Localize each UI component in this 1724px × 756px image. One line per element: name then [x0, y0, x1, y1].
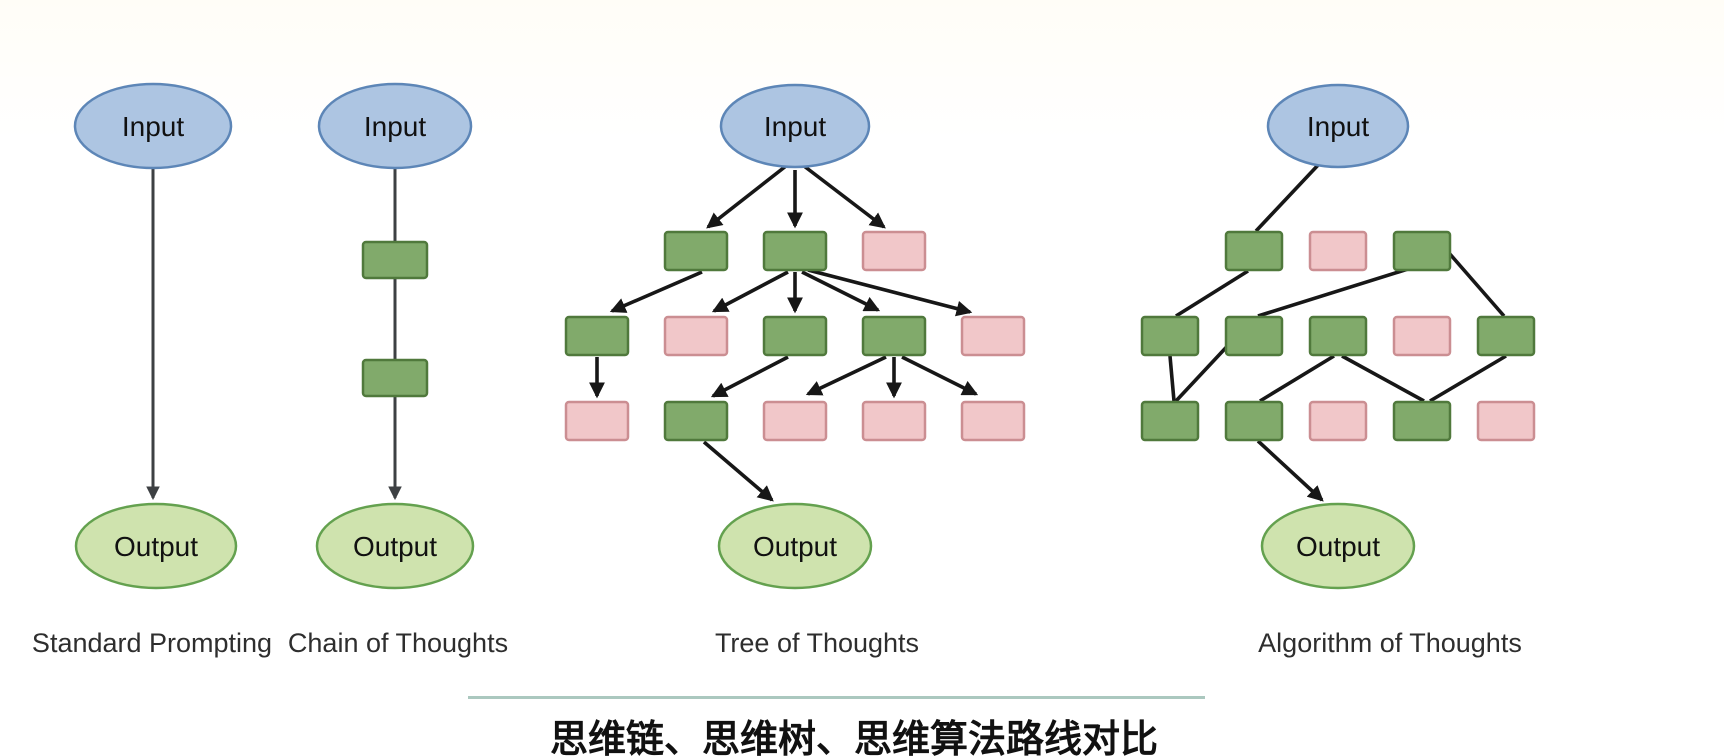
thought-node-green: [762, 315, 828, 357]
edge-line: [1174, 337, 1236, 403]
thought-node-green: [1224, 400, 1284, 442]
edge-arrow: [702, 440, 774, 502]
thought-node-green: [564, 315, 630, 357]
output-label: Output: [353, 531, 437, 562]
thought-node-pink: [960, 400, 1026, 442]
thought-node-green: [663, 400, 729, 442]
thought-node-pink: [861, 230, 927, 272]
thought-node-green: [762, 230, 828, 272]
edge-arrow: [802, 164, 886, 229]
thought-node-green: [1140, 315, 1200, 357]
input-ellipse: [73, 82, 233, 170]
edge-line: [1257, 267, 1409, 318]
input-label: Input: [1307, 111, 1369, 142]
output-ellipse: [74, 502, 238, 590]
thought-node-pink: [663, 315, 729, 357]
edge-line: [1259, 354, 1335, 403]
panel-label-chain-of-thoughts: Chain of Thoughts: [287, 628, 509, 658]
thought-node-green: [861, 315, 927, 357]
thought-node-pink: [1308, 230, 1368, 272]
thought-node-pink: [861, 400, 927, 442]
edge-line: [1168, 355, 1176, 402]
thought-node-green: [361, 240, 429, 280]
edge-arrow: [1256, 439, 1324, 502]
edge-arrow: [901, 355, 979, 396]
panels-root: InputOutputInputOutputInputOutputInputOu…: [73, 82, 1536, 590]
output-label: Output: [753, 531, 837, 562]
thought-node-green: [1392, 400, 1452, 442]
edge-arrow: [807, 268, 973, 317]
edge-line: [1447, 251, 1506, 318]
thought-node-green: [663, 230, 729, 272]
thought-node-pink: [1392, 315, 1452, 357]
figure-caption: 思维链、思维树、思维算法路线对比: [549, 719, 1159, 756]
thought-node-green: [1140, 400, 1200, 442]
output-ellipse: [315, 502, 475, 590]
input-ellipse: [719, 83, 871, 169]
panel-label-algorithm-of-thoughts: Algorithm of Thoughts: [1258, 628, 1522, 658]
input-label: Input: [122, 111, 184, 142]
edge-line: [1341, 354, 1425, 403]
output-label: Output: [114, 531, 198, 562]
thought-node-pink: [1476, 400, 1536, 442]
output-ellipse: [717, 502, 873, 590]
thought-node-pink: [1308, 400, 1368, 442]
output-label: Output: [1296, 531, 1380, 562]
edge-arrow: [711, 270, 789, 313]
edge-line: [1175, 269, 1249, 318]
thought-node-green: [1476, 315, 1536, 357]
input-ellipse: [1266, 83, 1410, 169]
thought-node-pink: [564, 400, 630, 442]
caption-divider: [468, 696, 1205, 699]
thought-node-green: [1392, 230, 1452, 272]
thought-node-green: [361, 358, 429, 398]
edge-arrow: [801, 270, 881, 312]
input-label: Input: [764, 111, 826, 142]
thought-node-green: [1224, 315, 1284, 357]
thought-node-green: [1308, 315, 1368, 357]
thought-node-pink: [762, 400, 828, 442]
input-label: Input: [364, 111, 426, 142]
edge-arrow: [710, 355, 789, 398]
thought-node-green: [1224, 230, 1284, 272]
edge-arrow: [706, 164, 788, 229]
panel-label-standard-prompting: Standard Prompting: [31, 628, 273, 658]
edge-arrow: [609, 270, 703, 313]
edge-line: [1254, 161, 1322, 233]
thought-node-pink: [960, 315, 1026, 357]
output-ellipse: [1260, 502, 1416, 590]
panel-label-tree-of-thoughts: Tree of Thoughts: [714, 628, 920, 658]
input-ellipse: [317, 82, 473, 170]
edge-line: [1429, 354, 1507, 403]
edge-arrow: [805, 355, 887, 396]
